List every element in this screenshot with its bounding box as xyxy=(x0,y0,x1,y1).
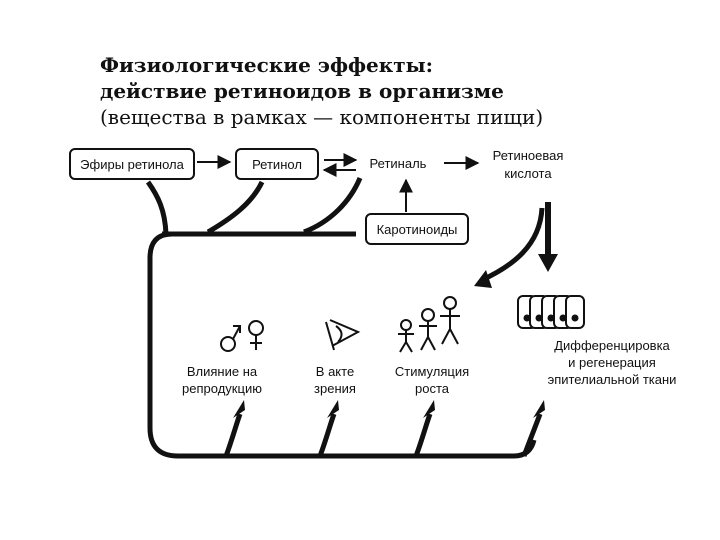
title-line-3: (вещества в рамках — компоненты пищи) xyxy=(100,105,544,129)
arrow-head-epithelium xyxy=(533,400,545,418)
arrow-head-growth xyxy=(423,400,435,418)
retinol-label: Ретинол xyxy=(252,157,302,172)
epithelium-label-3: эпителиальной ткани xyxy=(548,372,677,387)
title-line-1: Физиологические эффекты: xyxy=(100,53,434,77)
reproduction-label-2: репродукцию xyxy=(182,381,262,396)
diagram-title: Физиологические эффекты: действие ретино… xyxy=(100,52,700,130)
retinol-branch-line xyxy=(206,180,265,235)
carotenoids-label: Каротиноиды xyxy=(377,222,458,237)
arrow-to-reproduction xyxy=(223,413,243,457)
retinoic-acid-label-2: кислота xyxy=(504,166,552,181)
reproduction-icon xyxy=(220,320,264,352)
epithelium-label-1: Дифференцировка xyxy=(554,338,670,353)
arrow-to-epithelium xyxy=(521,413,543,457)
retinal-label: Ретиналь xyxy=(370,156,427,171)
acid-curve-arrow xyxy=(480,207,545,283)
acid-curve-arrow-head xyxy=(474,270,492,288)
retinoic-acid-label-1: Ретиноевая xyxy=(493,148,564,163)
eye-icon xyxy=(325,319,361,351)
esters-branch-line xyxy=(145,180,169,235)
retinol-esters-box xyxy=(69,148,195,180)
acid-down-arrow-head xyxy=(538,254,558,272)
retinol-box xyxy=(235,148,319,180)
vision-label-1: В акте xyxy=(316,364,354,379)
arrow-to-vision xyxy=(317,413,337,457)
arrow-head-reproduction xyxy=(233,400,245,418)
main-loop-line xyxy=(147,231,537,459)
vision-label-2: зрения xyxy=(314,381,356,396)
growth-label-2: роста xyxy=(415,381,450,396)
arrow-to-growth xyxy=(413,413,433,457)
growth-label-1: Стимуляция xyxy=(395,364,469,379)
reproduction-label-1: Влияние на xyxy=(187,364,258,379)
title-line-2: действие ретиноидов в организме xyxy=(100,79,504,103)
growth-icon xyxy=(398,296,460,353)
carotenoids-box xyxy=(365,213,469,245)
epithelium-label-2: и регенерация xyxy=(568,355,656,370)
retinal-branch-line xyxy=(303,177,363,235)
epithelium-cells-icon xyxy=(517,295,585,329)
retinol-esters-label: Эфиры ретинола xyxy=(80,157,184,172)
arrow-head-vision xyxy=(327,400,339,418)
